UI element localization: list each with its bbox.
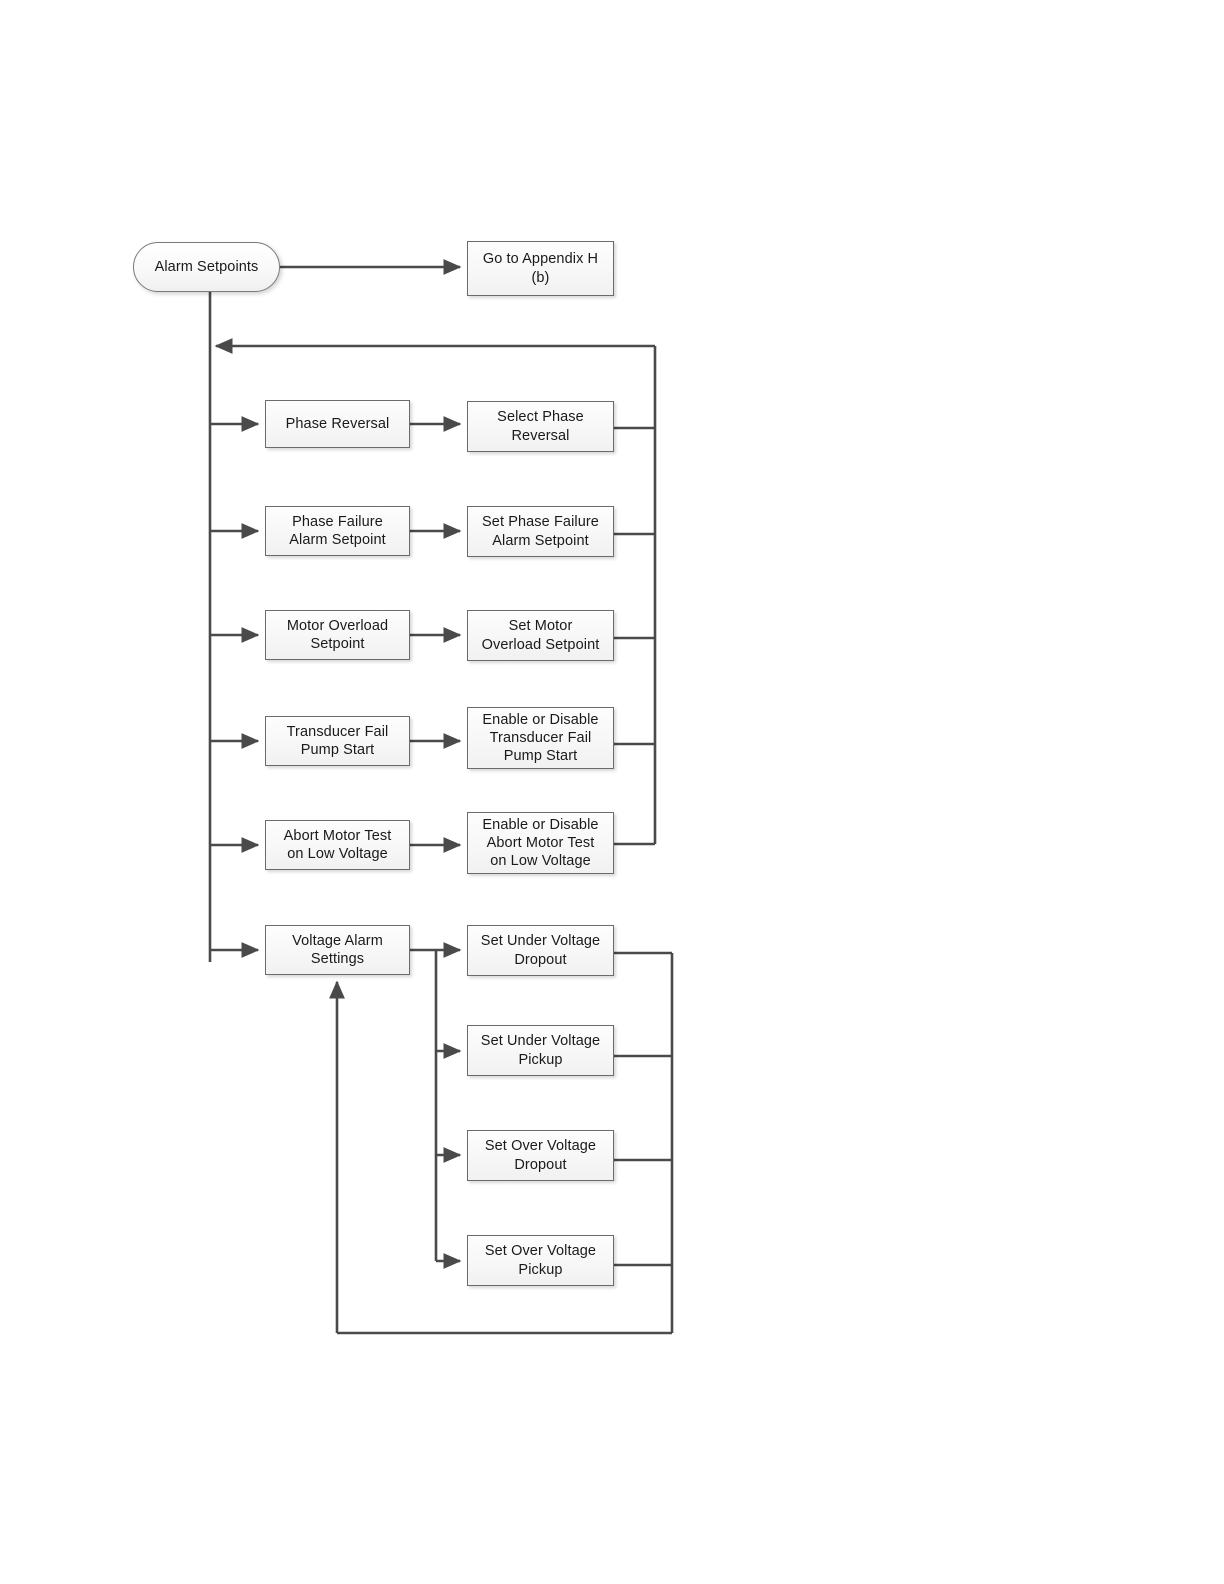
node-set-motor-overload-setpoint[interactable]: Set Motor Overload Setpoint [467,610,614,661]
node-go-to-appendix-h[interactable]: Go to Appendix H (b) [467,241,614,296]
node-set-under-voltage-pickup[interactable]: Set Under Voltage Pickup [467,1025,614,1076]
node-transducer-fail-pump-start[interactable]: Transducer Fail Pump Start [265,716,410,766]
node-abort-motor-test-on-low-voltage[interactable]: Abort Motor Test on Low Voltage [265,820,410,870]
node-motor-overload-setpoint[interactable]: Motor Overload Setpoint [265,610,410,660]
node-enable-or-disable-transducer-fail-pump-start[interactable]: Enable or Disable Transducer Fail Pump S… [467,707,614,769]
node-phase-failure-alarm-setpoint[interactable]: Phase Failure Alarm Setpoint [265,506,410,556]
node-set-over-voltage-dropout[interactable]: Set Over Voltage Dropout [467,1130,614,1181]
node-voltage-alarm-settings[interactable]: Voltage Alarm Settings [265,925,410,975]
node-select-phase-reversal[interactable]: Select Phase Reversal [467,401,614,452]
node-set-phase-failure-alarm-setpoint[interactable]: Set Phase Failure Alarm Setpoint [467,506,614,557]
node-phase-reversal[interactable]: Phase Reversal [265,400,410,448]
node-enable-or-disable-abort-motor-test-on-low-voltage[interactable]: Enable or Disable Abort Motor Test on Lo… [467,812,614,874]
node-set-over-voltage-pickup[interactable]: Set Over Voltage Pickup [467,1235,614,1286]
node-alarm-setpoints[interactable]: Alarm Setpoints [133,242,280,292]
node-set-under-voltage-dropout[interactable]: Set Under Voltage Dropout [467,925,614,976]
